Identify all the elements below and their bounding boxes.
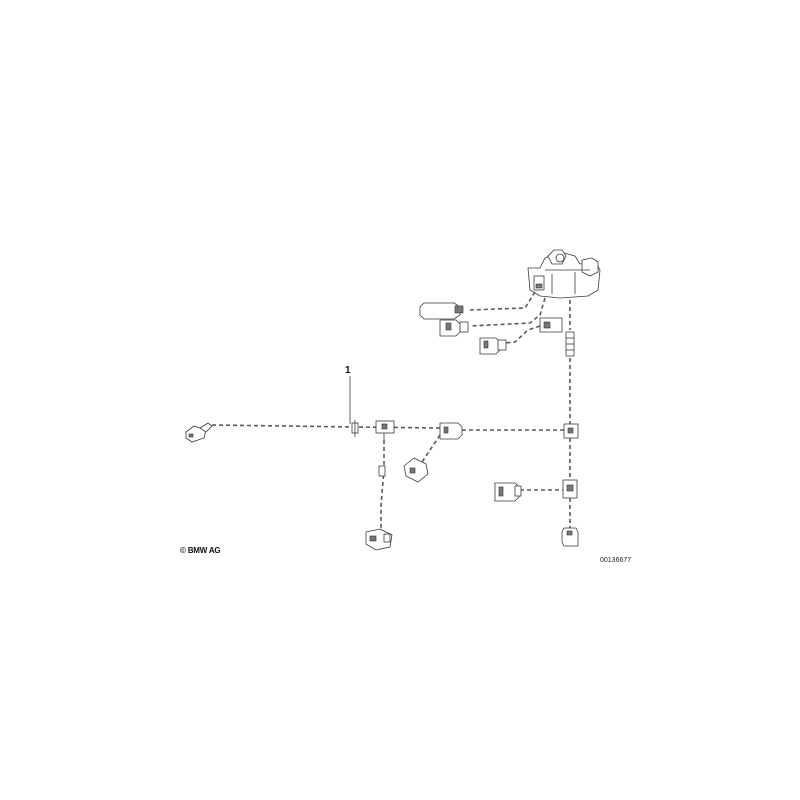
module-branch-lower <box>479 337 507 355</box>
control-module <box>527 249 601 299</box>
branch-lower-right <box>494 482 563 502</box>
trunk-junction-block <box>375 420 395 440</box>
branch-bottom-left <box>365 440 393 551</box>
callout-number: 1 <box>345 365 351 376</box>
copyright-notice: © BMW AG <box>180 546 221 555</box>
right-vertical-trunk <box>561 300 579 547</box>
branch-center-angled <box>403 434 441 483</box>
trunk-clip-1 <box>351 420 359 437</box>
module-branch-middle <box>439 297 563 344</box>
module-branch-top <box>419 291 536 320</box>
left-end-connector <box>185 422 213 443</box>
diagram-part-number: 00136677 <box>600 557 632 564</box>
trunk-inline-plug <box>439 422 463 440</box>
